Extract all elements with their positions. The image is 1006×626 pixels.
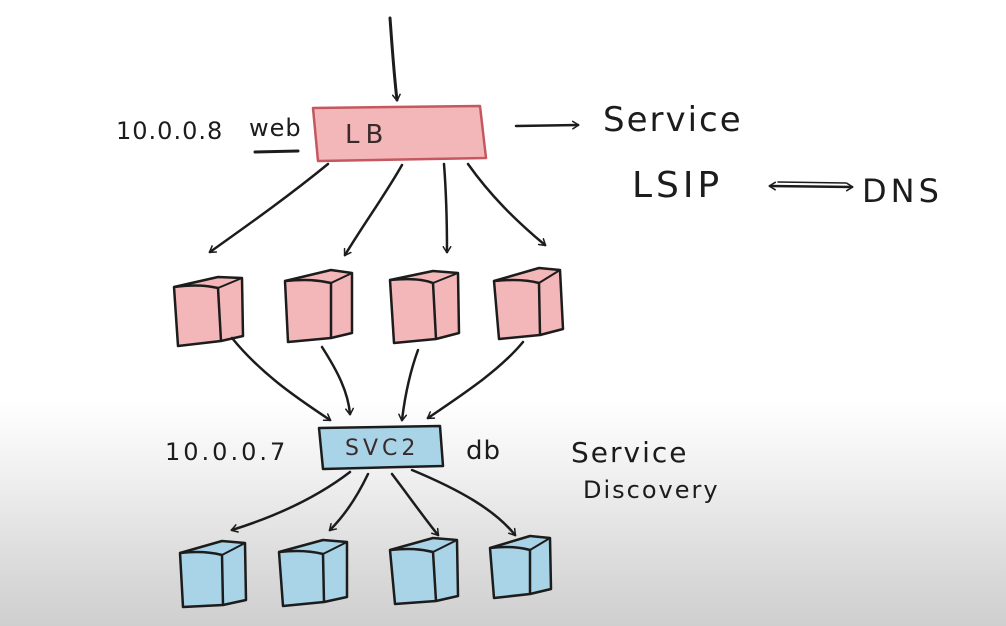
web-node-4 bbox=[492, 266, 565, 341]
load-balancer-box bbox=[311, 104, 488, 163]
svc2-box bbox=[317, 424, 445, 471]
db-node-1 bbox=[178, 539, 248, 609]
db-node-4 bbox=[488, 534, 553, 600]
lb-to-web-node-2-arrow bbox=[343, 163, 404, 257]
web-node-4-to-svc-arrow bbox=[426, 340, 525, 420]
lsip-dns-double-arrow bbox=[768, 181, 854, 192]
web-ip-label: 10.0.0.8 bbox=[116, 117, 224, 145]
load-balancer-label: LB bbox=[345, 120, 390, 150]
svc-to-db-node-1-arrow bbox=[230, 470, 352, 533]
db-tier-name: db bbox=[466, 436, 502, 466]
dns-label: DNS bbox=[862, 172, 943, 210]
web-node-3 bbox=[388, 269, 461, 345]
lsip-label: LSIP bbox=[632, 165, 724, 206]
lb-to-web-node-4-arrow bbox=[466, 162, 547, 247]
service-discovery-line1: Service bbox=[571, 436, 689, 469]
svc-to-db-node-2-arrow bbox=[328, 472, 370, 532]
lb-to-web-node-3-arrow bbox=[442, 162, 452, 254]
service-discovery-line2: Discovery bbox=[583, 476, 720, 504]
db-ip-label: 10.0.0.7 bbox=[165, 438, 289, 466]
web-tier-name: web bbox=[249, 114, 302, 142]
web-node-1 bbox=[172, 275, 245, 348]
lb-to-web-node-1-arrow bbox=[208, 162, 330, 254]
db-node-3 bbox=[388, 536, 460, 606]
svc2-label: SVC2 bbox=[345, 436, 420, 461]
web-node-2-to-svc-arrow bbox=[320, 345, 355, 416]
incoming-request-arrow bbox=[388, 16, 401, 102]
service-arrow bbox=[514, 120, 580, 130]
web-node-2 bbox=[283, 268, 354, 344]
svc-to-db-node-3-arrow bbox=[390, 472, 440, 537]
service-label: Service bbox=[603, 100, 743, 140]
db-node-2 bbox=[277, 538, 349, 608]
web-node-3-to-svc-arrow bbox=[398, 348, 420, 422]
web-underline bbox=[253, 149, 300, 154]
svc-to-db-node-4-arrow bbox=[410, 468, 517, 537]
web-node-1-to-svc-arrow bbox=[230, 336, 332, 422]
